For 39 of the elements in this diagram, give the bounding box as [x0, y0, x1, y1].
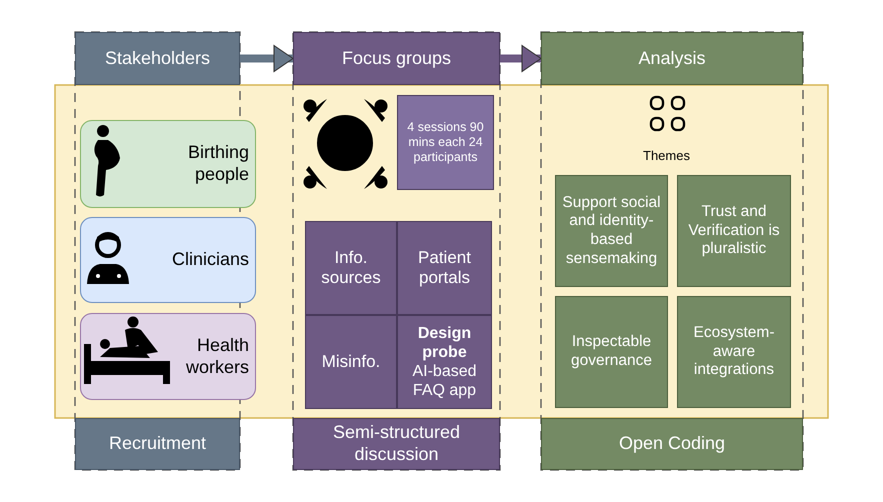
header-box — [75, 32, 240, 85]
box-label: Semi-structured discussion — [332, 422, 462, 466]
header-box — [293, 32, 500, 85]
box-label: Misinfo. — [322, 352, 380, 372]
topic-box — [305, 315, 397, 409]
box-label: Support social and identity-based sensemaking — [561, 194, 662, 268]
box-label: Focus groups — [342, 48, 452, 70]
box-label: Analysis — [638, 48, 706, 70]
box-label: Patient portals — [417, 248, 472, 288]
box-label: Recruitment — [108, 433, 206, 455]
box-label: Ecosystem-aware integrations — [692, 324, 776, 380]
stakeholder-card — [80, 217, 256, 303]
caption-text: Themes — [643, 148, 690, 163]
box-label: Birthing people — [186, 142, 249, 186]
block-arrow — [500, 45, 542, 72]
box-label: Open Coding — [618, 433, 726, 455]
footer-box — [75, 418, 240, 470]
session-info-box — [397, 95, 494, 190]
box-label: Info. sources — [320, 248, 382, 288]
topic-box — [397, 315, 492, 409]
box-label: AI-based FAQ app — [411, 362, 478, 400]
footer-box — [541, 418, 803, 470]
box-label: Clinicians — [172, 249, 249, 271]
box-heading: Design probe — [416, 324, 472, 362]
theme-box — [677, 296, 791, 408]
topic-box — [397, 221, 492, 315]
theme-box — [555, 296, 668, 408]
stakeholder-card — [80, 120, 256, 208]
topic-box — [305, 221, 397, 315]
block-arrow — [240, 45, 294, 72]
box-label: Stakeholders — [104, 48, 210, 70]
theme-box — [677, 175, 791, 287]
box-label: Trust and Verification is pluralistic — [687, 203, 781, 259]
box-label: Inspectable governance — [570, 333, 653, 371]
box-label: 4 sessions 90 mins each 24 participants — [406, 120, 485, 165]
footer-box — [293, 418, 500, 470]
theme-box — [555, 175, 668, 287]
box-label: Health workers — [184, 334, 249, 378]
header-box — [541, 32, 803, 85]
